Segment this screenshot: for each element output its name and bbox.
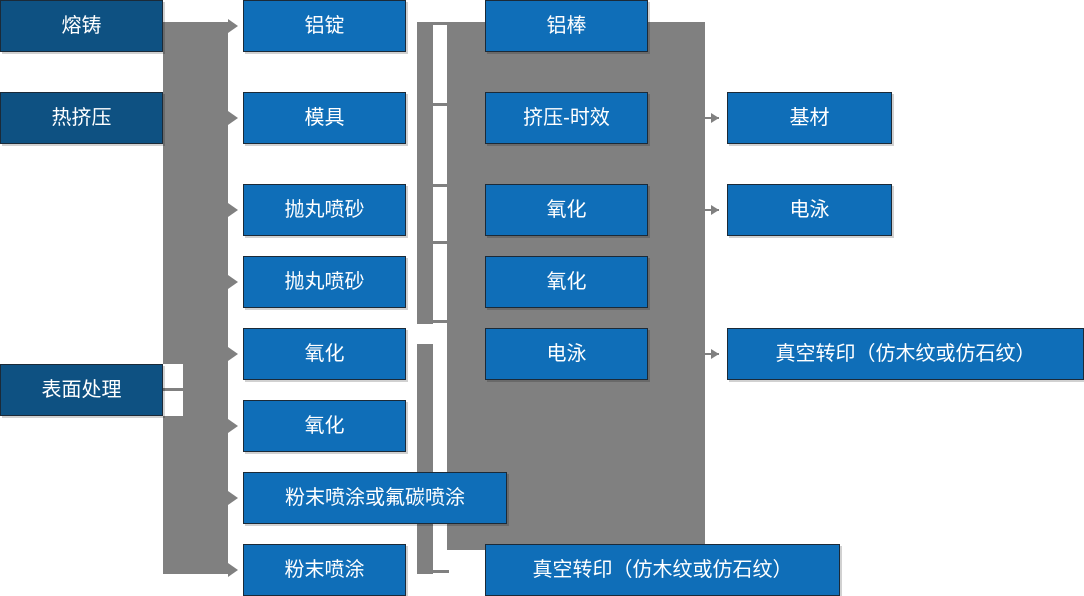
node-extrusion-aging[interactable]: 挤压-时效 (485, 92, 648, 144)
node-oxidation-c2-1[interactable]: 氧化 (243, 328, 406, 380)
node-aluminum-bar[interactable]: 铝棒 (485, 0, 648, 52)
branch-rail-extrusion-aging (433, 103, 449, 106)
arrow-to-aluminum-ingot (228, 19, 238, 33)
branch-rail-oxidation-1 (433, 184, 449, 187)
stage-label: 热挤压 (51, 107, 112, 129)
arrow-to-powder-or-pvdf-coating (228, 491, 238, 505)
node-label: 氧化 (304, 343, 345, 365)
stage-link-surface-treatment (163, 388, 193, 391)
node-label: 氧化 (546, 199, 587, 221)
node-powder-or-pvdf-coating[interactable]: 粉末喷涂或氟碳喷涂 (243, 472, 507, 524)
node-label: 挤压-时效 (523, 107, 610, 129)
trunk-connector-middle-a (417, 22, 433, 324)
branch-rail-electrophoresis (433, 320, 449, 323)
stage-hot-extrusion[interactable]: 热挤压 (0, 92, 163, 144)
node-label: 粉末喷涂 (284, 559, 365, 581)
node-electrophoresis-c3[interactable]: 电泳 (485, 328, 648, 380)
stage-stub-hot-extrusion (155, 110, 171, 118)
branch-rail-aluminum-bar (433, 22, 449, 25)
node-label: 电泳 (546, 343, 587, 365)
stage-melt-cast[interactable]: 熔铸 (0, 0, 163, 52)
node-label: 铝棒 (546, 15, 587, 37)
node-oxidation-c3-1[interactable]: 氧化 (485, 184, 648, 236)
node-shot-blasting-2[interactable]: 抛丸喷砂 (243, 256, 406, 308)
node-aluminum-ingot[interactable]: 铝锭 (243, 0, 406, 52)
node-label: 真空转印（仿木纹或仿石纹） (775, 343, 1036, 365)
node-electrophoresis-c4[interactable]: 电泳 (727, 184, 892, 236)
node-label: 电泳 (789, 199, 830, 221)
node-oxidation-c2-2[interactable]: 氧化 (243, 400, 406, 452)
node-vacuum-transfer-c3[interactable]: 真空转印（仿木纹或仿石纹） (485, 544, 840, 596)
node-mould[interactable]: 模具 (243, 92, 406, 144)
trunk-connector-left (163, 22, 228, 574)
arrow-to-shot-blasting-1 (228, 203, 238, 217)
arrow-to-substrate (711, 113, 719, 123)
node-oxidation-c3-2[interactable]: 氧化 (485, 256, 648, 308)
stage-surface-treatment[interactable]: 表面处理 (0, 364, 163, 416)
node-label: 粉末喷涂或氟碳喷涂 (285, 487, 465, 509)
branch-rail-oxidation-2 (433, 241, 449, 244)
arrow-to-oxidation-c2-1 (228, 347, 238, 361)
arrow-to-mould (228, 111, 238, 125)
node-label: 抛丸喷砂 (284, 199, 365, 221)
node-label: 氧化 (304, 415, 345, 437)
node-label: 氧化 (546, 271, 587, 293)
node-label: 抛丸喷砂 (284, 271, 365, 293)
trunk-connector-middle-b (417, 344, 433, 574)
arrow-to-vacuum-transfer (711, 349, 719, 359)
branch-rail-vacuum-transfer (433, 570, 449, 573)
node-label: 模具 (304, 107, 345, 129)
arrow-to-oxidation-c2-2 (228, 419, 238, 433)
node-substrate[interactable]: 基材 (727, 92, 892, 144)
arrow-to-powder-coating (228, 563, 238, 577)
node-label: 真空转印（仿木纹或仿石纹） (532, 559, 793, 581)
stage-stub-melt-cast (155, 22, 171, 30)
node-powder-coating[interactable]: 粉末喷涂 (243, 544, 406, 596)
node-vacuum-transfer-c4[interactable]: 真空转印（仿木纹或仿石纹） (727, 328, 1084, 380)
stage-label: 表面处理 (41, 379, 122, 401)
stage-label: 熔铸 (61, 15, 102, 37)
node-label: 基材 (789, 107, 830, 129)
node-shot-blasting-1[interactable]: 抛丸喷砂 (243, 184, 406, 236)
arrow-to-shot-blasting-2 (228, 275, 238, 289)
node-label: 铝锭 (304, 15, 345, 37)
arrow-to-electrophoresis (711, 205, 719, 215)
